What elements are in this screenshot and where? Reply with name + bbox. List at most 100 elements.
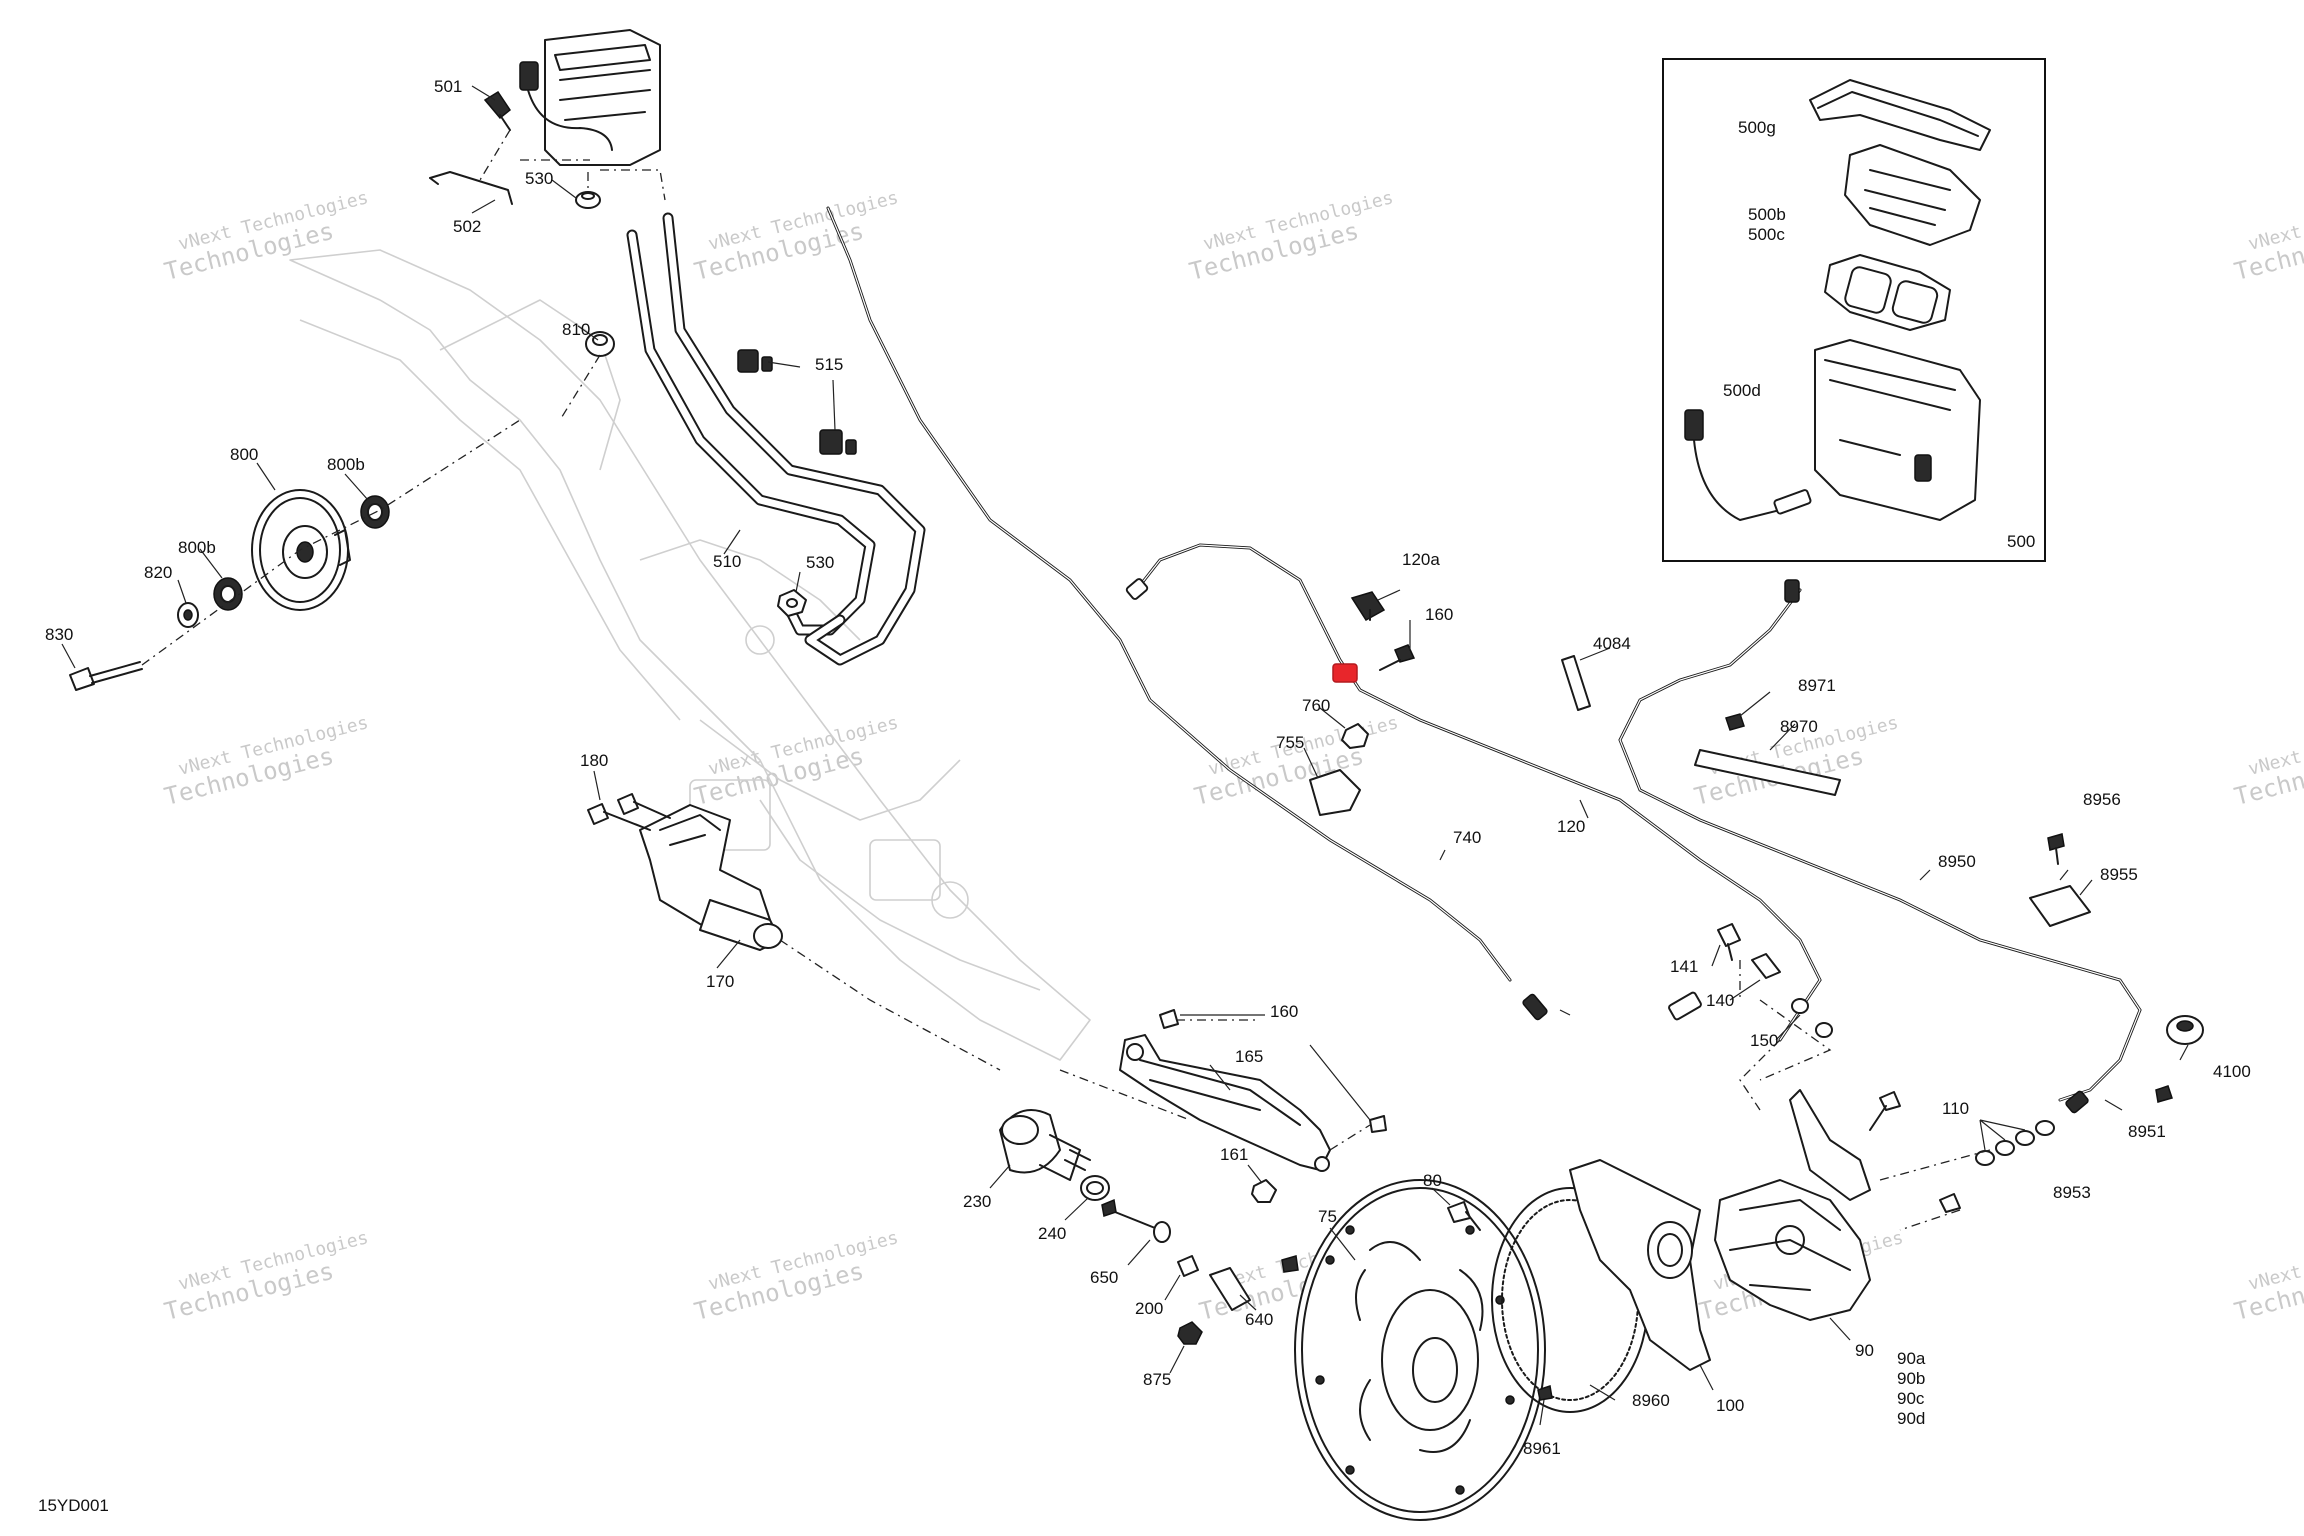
clip-515-a[interactable] bbox=[737, 349, 773, 373]
nut-530-mid[interactable] bbox=[777, 589, 807, 617]
callout-80[interactable]: 80 bbox=[1423, 1171, 1442, 1190]
pin-650[interactable] bbox=[1101, 1198, 1171, 1243]
grommet-4100[interactable] bbox=[2166, 1015, 2204, 1045]
callout-8961[interactable]: 8961 bbox=[1523, 1439, 1561, 1458]
callout-160-top[interactable]: 160 bbox=[1425, 605, 1453, 624]
housing-500d[interactable] bbox=[1684, 339, 1981, 521]
wheel-sensor-cable-8950[interactable] bbox=[1618, 579, 2142, 1114]
washer-820[interactable] bbox=[177, 602, 199, 628]
bolt-830[interactable] bbox=[69, 661, 143, 691]
callout-830[interactable]: 830 bbox=[45, 625, 73, 644]
callout-200[interactable]: 200 bbox=[1135, 1299, 1163, 1318]
bolt-110-b[interactable] bbox=[1939, 1193, 1961, 1213]
callout-8953[interactable]: 8953 bbox=[2053, 1183, 2091, 1202]
guide-8970[interactable] bbox=[1694, 749, 1841, 796]
gasket-500g[interactable] bbox=[1809, 79, 1991, 151]
callout-4084[interactable]: 4084 bbox=[1593, 634, 1631, 653]
callout-800b-left[interactable]: 800b bbox=[178, 538, 216, 557]
callout-530-mid[interactable]: 530 bbox=[806, 553, 834, 572]
callout-8950[interactable]: 8950 bbox=[1938, 852, 1976, 871]
callout-90b[interactable]: 90b bbox=[1897, 1369, 1925, 1388]
callout-230[interactable]: 230 bbox=[963, 1192, 991, 1211]
callout-90a[interactable]: 90a bbox=[1897, 1349, 1926, 1368]
nut-875[interactable] bbox=[1177, 1321, 1203, 1345]
callout-8960[interactable]: 8960 bbox=[1632, 1391, 1670, 1410]
callout-500g[interactable]: 500g bbox=[1738, 118, 1776, 137]
callout-140[interactable]: 140 bbox=[1706, 991, 1734, 1010]
nut-760[interactable] bbox=[1341, 723, 1369, 749]
callout-800[interactable]: 800 bbox=[230, 445, 258, 464]
callout-240[interactable]: 240 bbox=[1038, 1224, 1066, 1243]
clevis-640[interactable] bbox=[1209, 1267, 1251, 1311]
callout-820[interactable]: 820 bbox=[144, 563, 172, 582]
seal-500c[interactable] bbox=[1824, 254, 1951, 331]
callout-170[interactable]: 170 bbox=[706, 972, 734, 991]
callout-530-top[interactable]: 530 bbox=[525, 169, 553, 188]
caliper-90[interactable] bbox=[1714, 1089, 1871, 1321]
fitting-141[interactable] bbox=[1717, 923, 1741, 961]
bolt-180-a[interactable] bbox=[587, 803, 651, 831]
bolt-8971[interactable] bbox=[1725, 713, 1745, 731]
bolt-160-top[interactable] bbox=[1379, 644, 1416, 671]
abs-module-501[interactable] bbox=[519, 29, 661, 166]
cable-740[interactable] bbox=[826, 206, 1702, 1021]
bolt-8956[interactable] bbox=[2047, 833, 2065, 865]
callout-510[interactable]: 510 bbox=[713, 552, 741, 571]
clip-515-b[interactable] bbox=[819, 429, 857, 455]
pulley-800[interactable] bbox=[251, 489, 351, 611]
callout-650[interactable]: 650 bbox=[1090, 1268, 1118, 1287]
callout-90c[interactable]: 90c bbox=[1897, 1389, 1925, 1408]
callout-810[interactable]: 810 bbox=[562, 320, 590, 339]
callout-160-b[interactable]: 160 bbox=[1270, 1002, 1298, 1021]
callout-875[interactable]: 875 bbox=[1143, 1370, 1171, 1389]
callout-90d[interactable]: 90d bbox=[1897, 1409, 1925, 1428]
bracket-502[interactable] bbox=[429, 171, 513, 205]
callout-740[interactable]: 740 bbox=[1453, 828, 1481, 847]
bearing-800b-left[interactable] bbox=[213, 577, 243, 611]
caliper-bracket-100[interactable] bbox=[1569, 1159, 1711, 1371]
bolt-180-b[interactable] bbox=[617, 793, 671, 819]
callout-640[interactable]: 640 bbox=[1245, 1310, 1273, 1329]
callout-501[interactable]: 501 bbox=[434, 77, 462, 96]
callout-8971[interactable]: 8971 bbox=[1798, 676, 1836, 695]
master-cylinder-170[interactable] bbox=[639, 804, 783, 951]
callout-502[interactable]: 502 bbox=[453, 217, 481, 236]
callout-120[interactable]: 120 bbox=[1557, 817, 1585, 836]
bracket-8955[interactable] bbox=[2029, 885, 2091, 927]
callout-4100[interactable]: 4100 bbox=[2213, 1062, 2251, 1081]
callout-500d[interactable]: 500d bbox=[1723, 381, 1761, 400]
nut-161[interactable] bbox=[1251, 1179, 1277, 1203]
callout-110[interactable]: 110 bbox=[1942, 1099, 1969, 1118]
bolt-near-640[interactable] bbox=[1281, 1255, 1299, 1273]
callout-8955[interactable]: 8955 bbox=[2100, 865, 2138, 884]
brake-disc-75[interactable] bbox=[1294, 1179, 1546, 1521]
callout-75[interactable]: 75 bbox=[1318, 1207, 1337, 1226]
callout-90[interactable]: 90 bbox=[1855, 1341, 1874, 1360]
washer-200[interactable] bbox=[1177, 1255, 1199, 1277]
washer-150[interactable] bbox=[1791, 998, 1833, 1038]
bolt-501[interactable] bbox=[483, 90, 512, 131]
bolt-160-a[interactable] bbox=[1159, 1009, 1179, 1029]
callout-515[interactable]: 515 bbox=[815, 355, 843, 374]
callout-150[interactable]: 150 bbox=[1750, 1031, 1778, 1050]
bolt-80[interactable] bbox=[1447, 1201, 1481, 1231]
bolt-110-a[interactable] bbox=[1869, 1091, 1901, 1131]
bolt-8961[interactable] bbox=[1537, 1385, 1553, 1401]
clip-120a[interactable] bbox=[1350, 591, 1386, 621]
bolt-160-b[interactable] bbox=[1369, 1115, 1387, 1133]
pin-4084[interactable] bbox=[1561, 655, 1591, 711]
ring-240[interactable] bbox=[1080, 1175, 1110, 1201]
nut-530-top[interactable] bbox=[575, 191, 601, 209]
clamp-755[interactable] bbox=[1309, 769, 1361, 816]
callout-180[interactable]: 180 bbox=[580, 751, 608, 770]
callout-760[interactable]: 760 bbox=[1302, 696, 1330, 715]
callout-120a[interactable]: 120a bbox=[1402, 550, 1440, 569]
cover-500b[interactable] bbox=[1844, 144, 1981, 246]
callout-161[interactable]: 161 bbox=[1220, 1145, 1248, 1164]
callout-141[interactable]: 141 bbox=[1670, 957, 1698, 976]
fitting-140[interactable] bbox=[1751, 953, 1781, 979]
callout-8970[interactable]: 8970 bbox=[1780, 717, 1818, 736]
brake-tube-510[interactable] bbox=[626, 212, 926, 666]
callout-165[interactable]: 165 bbox=[1235, 1047, 1263, 1066]
callout-8956[interactable]: 8956 bbox=[2083, 790, 2121, 809]
